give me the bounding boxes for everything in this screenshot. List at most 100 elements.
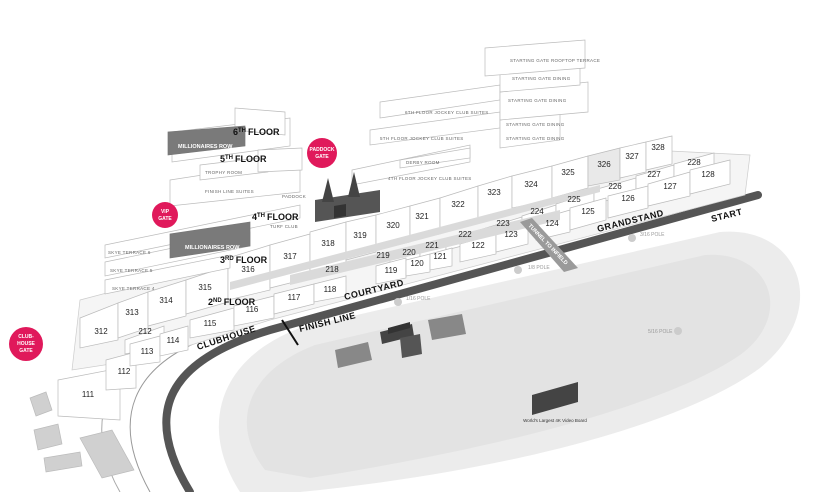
- paddock-gate-line-2: GATE: [315, 154, 329, 160]
- section-225[interactable]: 225: [567, 195, 581, 204]
- vip-gate-marker[interactable]: VIP GATE: [152, 202, 178, 228]
- video-board: [532, 382, 578, 415]
- section-115[interactable]: 115: [204, 319, 217, 328]
- section-118[interactable]: 118: [324, 285, 337, 294]
- section-111[interactable]: 111: [82, 390, 95, 399]
- section-324[interactable]: 324: [524, 180, 538, 189]
- section-226[interactable]: 226: [608, 182, 622, 191]
- skye-5-label: SKYE TERRACE 5: [110, 268, 153, 273]
- video-board-label: World's Largest 4K Video Board: [523, 418, 587, 423]
- tunnel-band: [520, 218, 578, 272]
- section-120[interactable]: 120: [410, 259, 424, 268]
- section-123[interactable]: 123: [504, 230, 518, 239]
- section-317[interactable]: 317: [283, 252, 297, 261]
- section-119[interactable]: 119: [385, 266, 398, 275]
- sg-dining-4-label: STARTING GATE DINING: [506, 136, 565, 141]
- section-223[interactable]: 223: [496, 219, 510, 228]
- vip-gate-circle: [152, 202, 178, 228]
- trophy-room-label: TROPHY ROOM: [205, 170, 242, 175]
- jockey-5-label: 5TH FLOOR JOCKEY CLUB SUITES: [380, 136, 464, 141]
- section-327[interactable]: 327: [625, 152, 639, 161]
- section-127[interactable]: 127: [663, 182, 677, 191]
- sg-dining-2-label: STARTING GATE DINING: [508, 98, 567, 103]
- section-326[interactable]: 326: [597, 160, 611, 169]
- section-117[interactable]: 117: [288, 293, 301, 302]
- millionaires-row-5: MILLIONAIRES ROW: [178, 144, 233, 150]
- section-228[interactable]: 228: [687, 158, 701, 167]
- derby-room-label: DERBY ROOM: [406, 160, 440, 165]
- paddock-gate-circle: [307, 138, 337, 168]
- sg-dining-3-label: STARTING GATE DINING: [506, 122, 565, 127]
- section-328[interactable]: 328: [651, 143, 665, 152]
- section-316[interactable]: 316: [241, 265, 255, 274]
- jockey-club-stack: [351, 39, 589, 186]
- section-124[interactable]: 124: [545, 219, 559, 228]
- millionaires-row-4: MILLIONAIRES ROW: [185, 245, 240, 251]
- section-227[interactable]: 227: [647, 170, 661, 179]
- pole-516-label: 5/16 POLE: [648, 329, 673, 335]
- turf-club-label: TURF CLUB: [270, 224, 298, 229]
- section-314[interactable]: 314: [159, 296, 173, 305]
- paddock-strip: [230, 185, 600, 290]
- section-322[interactable]: 322: [451, 200, 465, 209]
- section-114[interactable]: 114: [167, 336, 180, 345]
- paddock-gate-marker[interactable]: PADDOCK GATE: [307, 138, 337, 168]
- section-224[interactable]: 224: [530, 207, 544, 216]
- section-128[interactable]: 128: [701, 170, 715, 179]
- section-220[interactable]: 220: [402, 248, 416, 257]
- sg-dining-1-label: STARTING GATE DINING: [512, 76, 571, 81]
- vip-gate-line-1: VIP: [161, 209, 170, 215]
- first-floor-sections: [57, 159, 731, 421]
- section-219[interactable]: 219: [376, 251, 390, 260]
- section-313[interactable]: 313: [125, 308, 139, 317]
- section-221[interactable]: 221: [425, 241, 439, 250]
- jockey-4-label: 4TH FLOOR JOCKEY CLUB SUITES: [388, 176, 472, 181]
- section-212[interactable]: 212: [138, 327, 152, 336]
- section-312[interactable]: 312: [94, 327, 108, 336]
- clubhouse-tower: [104, 107, 303, 295]
- jockey-6-label: 6TH FLOOR JOCKEY CLUB SUITES: [405, 110, 489, 115]
- section-122[interactable]: 122: [471, 241, 485, 250]
- section-315[interactable]: 315: [198, 283, 212, 292]
- section-113[interactable]: 113: [141, 347, 154, 356]
- section-319[interactable]: 319: [353, 231, 367, 240]
- section-218[interactable]: 218: [325, 265, 339, 274]
- pole-116-label: 1/16 POLE: [406, 296, 431, 302]
- clubhouse-gate-line-3: GATE: [19, 348, 33, 354]
- pole-516-marker: [674, 327, 682, 335]
- section-321[interactable]: 321: [415, 212, 429, 221]
- pole-18-marker: [514, 266, 522, 274]
- pole-316-label: 3/16 POLE: [640, 232, 665, 238]
- clubhouse-gate-circle: [9, 327, 43, 361]
- section-318[interactable]: 318: [321, 239, 335, 248]
- section-323[interactable]: 323: [487, 188, 501, 197]
- section-126[interactable]: 126: [621, 194, 635, 203]
- section-112[interactable]: 112: [118, 367, 131, 376]
- section-121[interactable]: 121: [433, 252, 447, 261]
- main-track-rail: [162, 191, 762, 492]
- finish-line-suites-label: FINISH LINE SUITES: [205, 189, 254, 194]
- skye-4-label: SKYE TERRACE 4: [112, 286, 155, 291]
- section-125[interactable]: 125: [581, 207, 595, 216]
- vip-gate-line-2: GATE: [158, 216, 172, 222]
- section-320[interactable]: 320: [386, 221, 400, 230]
- finish-line-marker: [281, 319, 299, 346]
- twin-spires-icon: [315, 172, 380, 222]
- clubhouse-gate-line-2: HOUSE: [17, 341, 35, 347]
- section-116[interactable]: 116: [246, 305, 259, 314]
- paddock-label: PADDOCK: [282, 194, 306, 199]
- sg-rooftop-label: STARTING GATE ROOFTOP TERRACE: [510, 58, 600, 63]
- courtyard-strip: [290, 210, 560, 285]
- clubhouse-gate-marker[interactable]: CLUB- HOUSE GATE: [9, 327, 43, 361]
- section-numbers: 111 112 113 114 115 116 117 118 119 120 121 122 123 1…: [82, 143, 715, 399]
- pole-116-marker: [394, 298, 402, 306]
- outbuildings: [29, 391, 135, 479]
- infield-turf: [246, 254, 771, 478]
- section-222[interactable]: 222: [458, 230, 472, 239]
- section-325[interactable]: 325: [561, 168, 575, 177]
